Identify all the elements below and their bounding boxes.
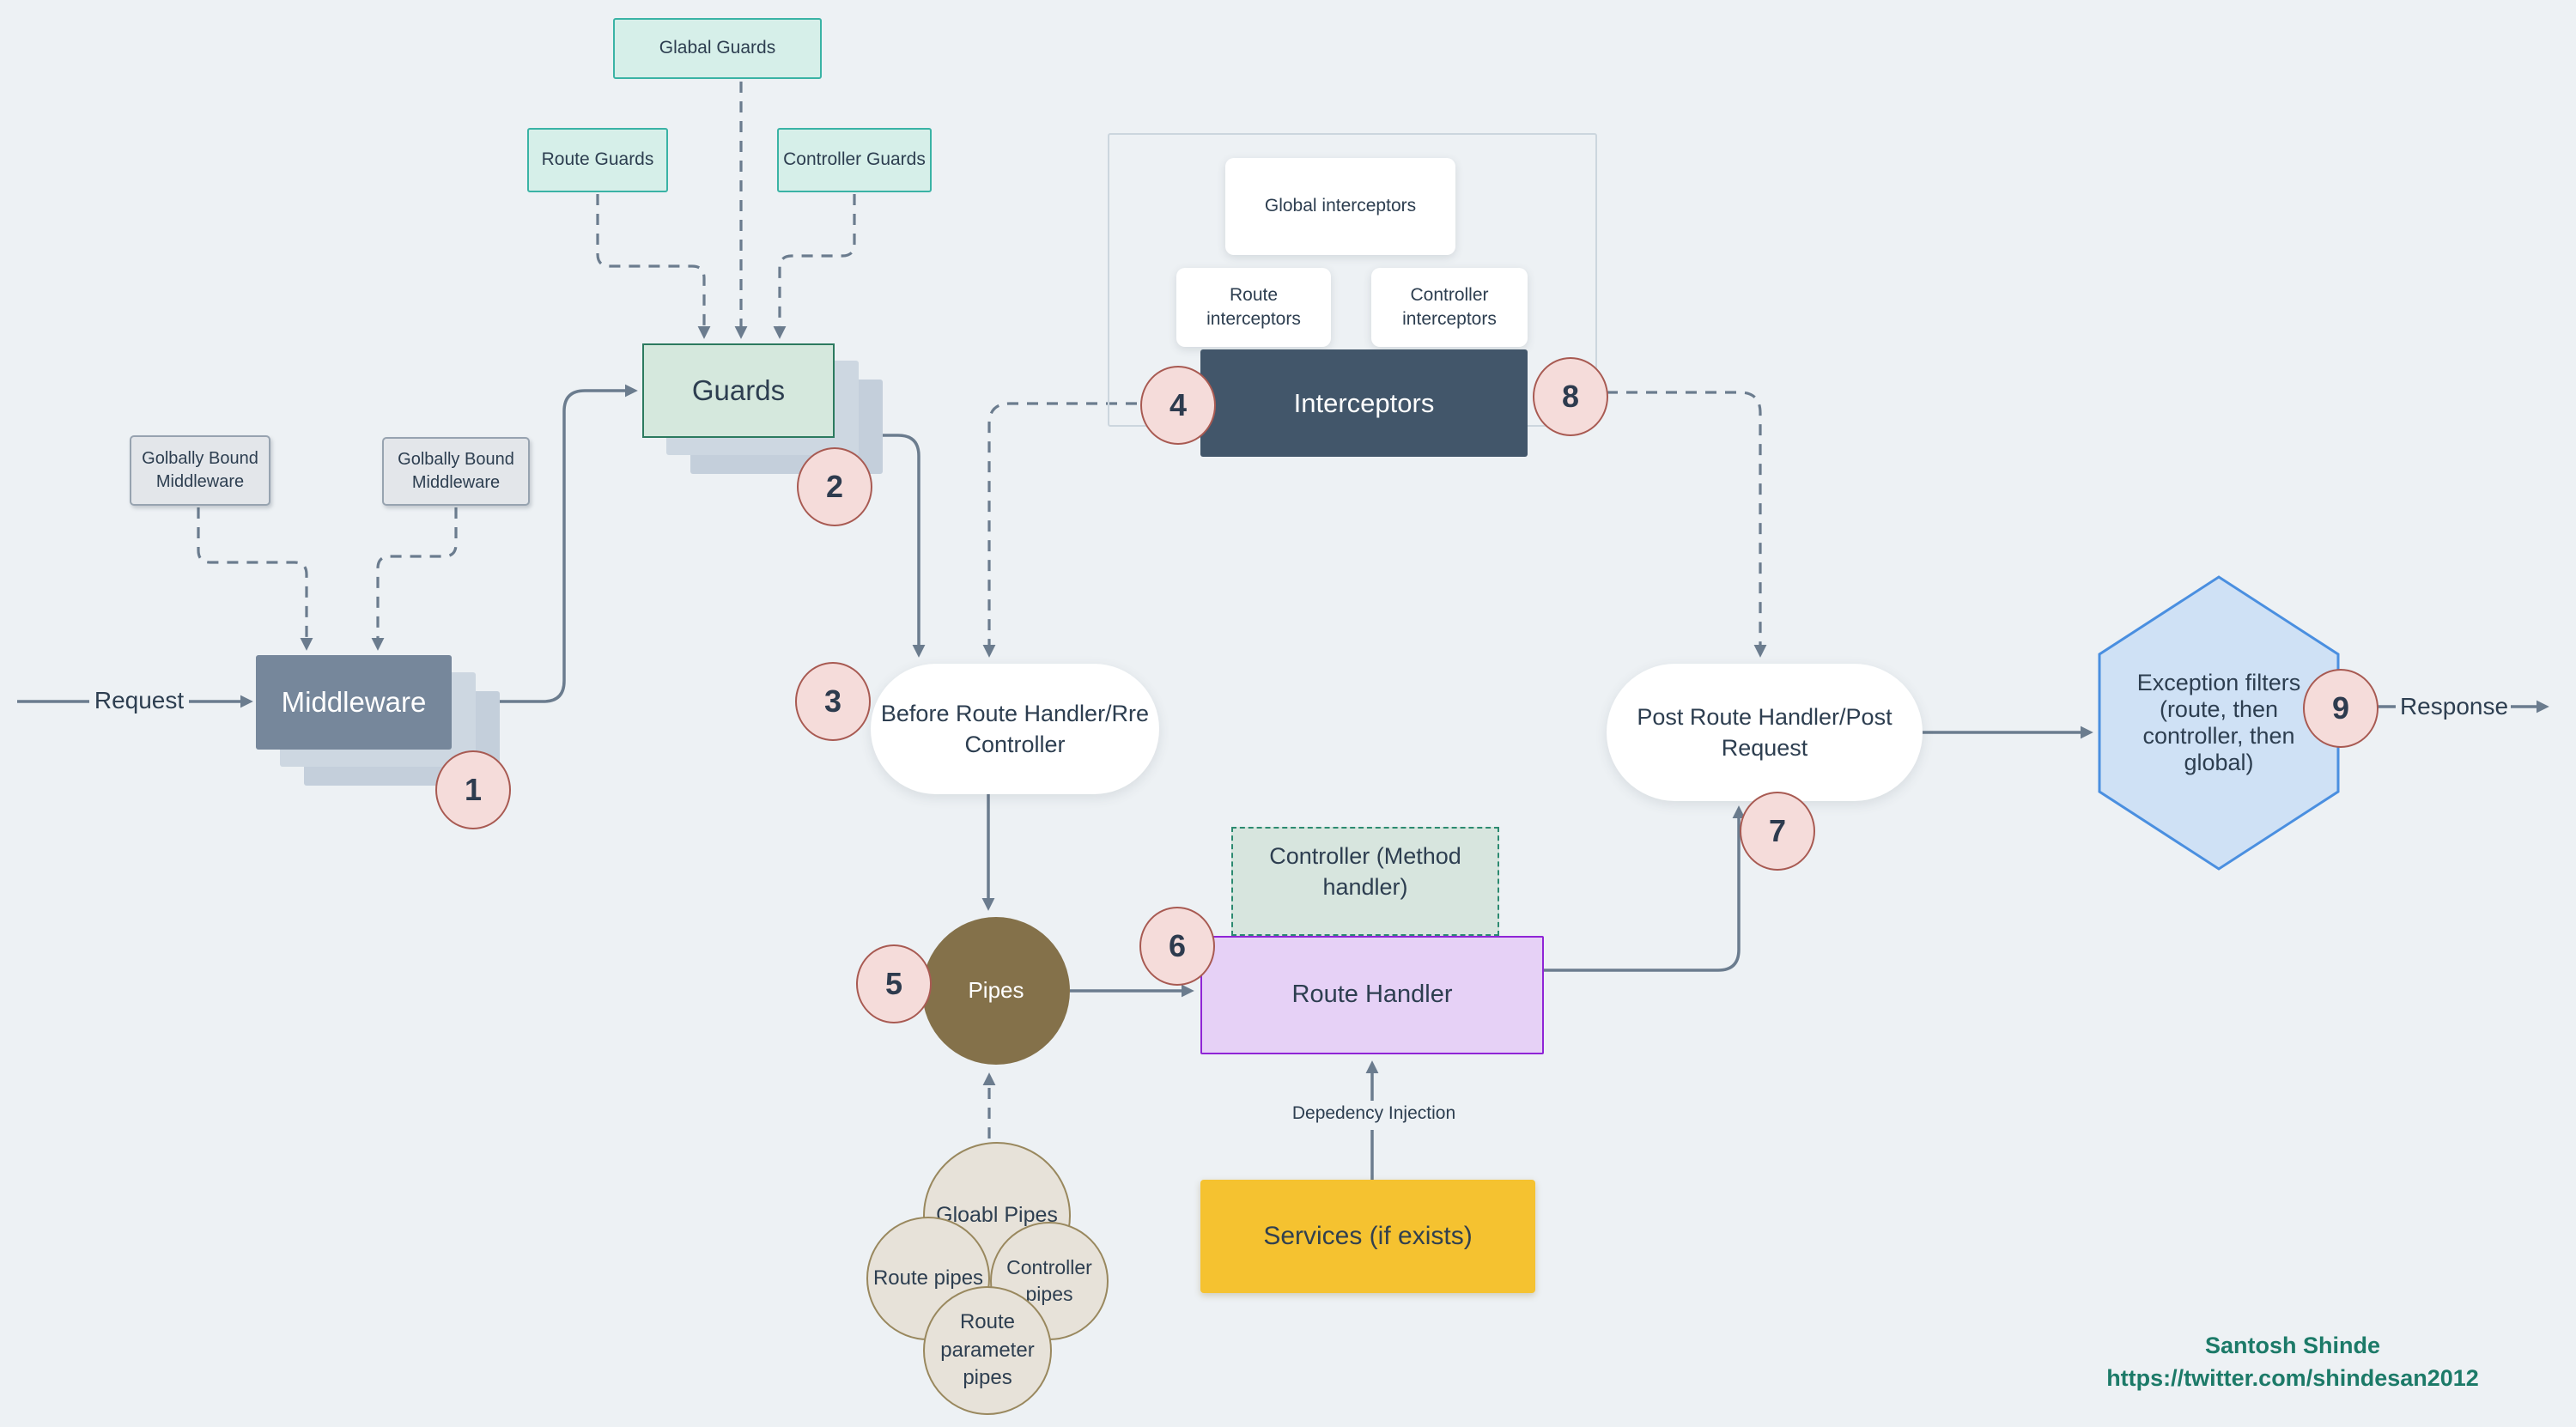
connector-gbm-right-middleware <box>371 507 458 651</box>
middleware-box: Middleware <box>256 655 452 750</box>
credit-twitter-link[interactable]: https://twitter.com/shindesan2012 <box>2106 1365 2479 1391</box>
services-label: Services (if exists) <box>1263 1221 1473 1250</box>
connector-route-handler-post-pill <box>1544 805 1746 972</box>
controller-guards-label: Controller Guards <box>783 149 926 170</box>
hexagon-shape <box>2098 575 2340 871</box>
credit-author: Santosh Shinde <box>2204 1333 2381 1358</box>
pipes-circle: Pipes <box>922 917 1070 1065</box>
before-route-handler-pill: Before Route Handler/Rre Controller <box>871 664 1159 794</box>
route-guards-label: Route Guards <box>541 149 654 170</box>
controller-method-handler-box: Controller (Method handler) <box>1231 827 1499 936</box>
interceptors-box: Interceptors <box>1200 349 1528 457</box>
guards-label: Guards <box>691 373 786 406</box>
step-badge-2: 2 <box>797 447 872 526</box>
exception-filters-hexagon: Exception filters (route, then controlle… <box>2098 575 2340 871</box>
step-badge-5: 5 <box>856 944 932 1023</box>
request-label: Request <box>94 687 185 714</box>
route-parameter-pipes-circle: Route parameter pipes <box>923 1286 1052 1415</box>
pipes-label: Pipes <box>968 977 1024 1004</box>
step-badge-3: 3 <box>795 662 871 741</box>
post-route-handler-pill: Post Route Handler/Post Request <box>1607 664 1923 801</box>
credit-block: Santosh Shinde https://twitter.com/shind… <box>2044 1333 2542 1392</box>
globally-bound-middleware-right-label: Golbally Bound Middleware <box>398 450 514 492</box>
route-interceptors-box: Route interceptors <box>1176 268 1331 347</box>
controller-guards-box: Controller Guards <box>777 128 932 192</box>
globally-bound-middleware-right-box: Golbally Bound Middleware <box>382 437 530 506</box>
route-pipes-circle: Route pipes <box>866 1217 990 1340</box>
connector-controller-guards-guards <box>773 194 856 339</box>
controller-method-handler-label: Controller (Method handler) <box>1269 843 1461 901</box>
services-box: Services (if exists) <box>1200 1180 1535 1293</box>
controller-interceptors-label: Controller interceptors <box>1402 284 1497 329</box>
controller-pipes-label: Controller pipes <box>1006 1255 1092 1305</box>
route-parameter-pipes-label: Route parameter pipes <box>940 1310 1035 1390</box>
route-interceptors-label: Route interceptors <box>1206 284 1301 329</box>
connector-interceptors-before-pill <box>982 402 1137 658</box>
connector-gbm-left-middleware <box>197 507 313 651</box>
route-pipes-label: Route pipes <box>872 1266 984 1290</box>
globally-bound-middleware-left-box: Golbally Bound Middleware <box>130 435 270 506</box>
response-label: Response <box>2399 693 2509 720</box>
connector-route-guards-guards <box>596 194 711 339</box>
connector-interceptors-post-pill <box>1607 391 1767 658</box>
middleware-label: Middleware <box>281 685 427 718</box>
step-badge-6: 6 <box>1139 907 1215 986</box>
interceptors-label: Interceptors <box>1293 387 1435 418</box>
dependency-injection-label: Depedency Injection <box>1291 1103 1456 1123</box>
route-handler-box: Route Handler <box>1200 936 1544 1054</box>
global-guards-box: Glabal Guards <box>613 18 822 79</box>
globally-bound-middleware-left-label: Golbally Bound Middleware <box>142 449 258 491</box>
global-guards-label: Glabal Guards <box>659 38 776 58</box>
controller-interceptors-box: Controller interceptors <box>1371 268 1528 347</box>
connector-guards-before-pill <box>872 434 926 658</box>
step-badge-9: 9 <box>2303 669 2379 748</box>
before-route-handler-label: Before Route Handler/Rre Controller <box>880 700 1150 757</box>
post-route-handler-label: Post Route Handler/Post Request <box>1637 703 1893 761</box>
step-badge-7: 7 <box>1740 792 1815 871</box>
global-interceptors-box: Global interceptors <box>1225 158 1455 255</box>
route-guards-box: Route Guards <box>527 128 668 192</box>
connector-middleware-guards <box>452 384 638 703</box>
step-badge-8: 8 <box>1533 357 1608 436</box>
route-handler-label: Route Handler <box>1291 981 1453 1009</box>
step-badge-4: 4 <box>1140 366 1216 445</box>
global-interceptors-label: Global interceptors <box>1264 196 1417 216</box>
exception-filters-text: Exception filters (route, then controlle… <box>2136 670 2301 775</box>
step-badge-1: 1 <box>435 750 511 829</box>
guards-box: Guards <box>642 343 835 438</box>
